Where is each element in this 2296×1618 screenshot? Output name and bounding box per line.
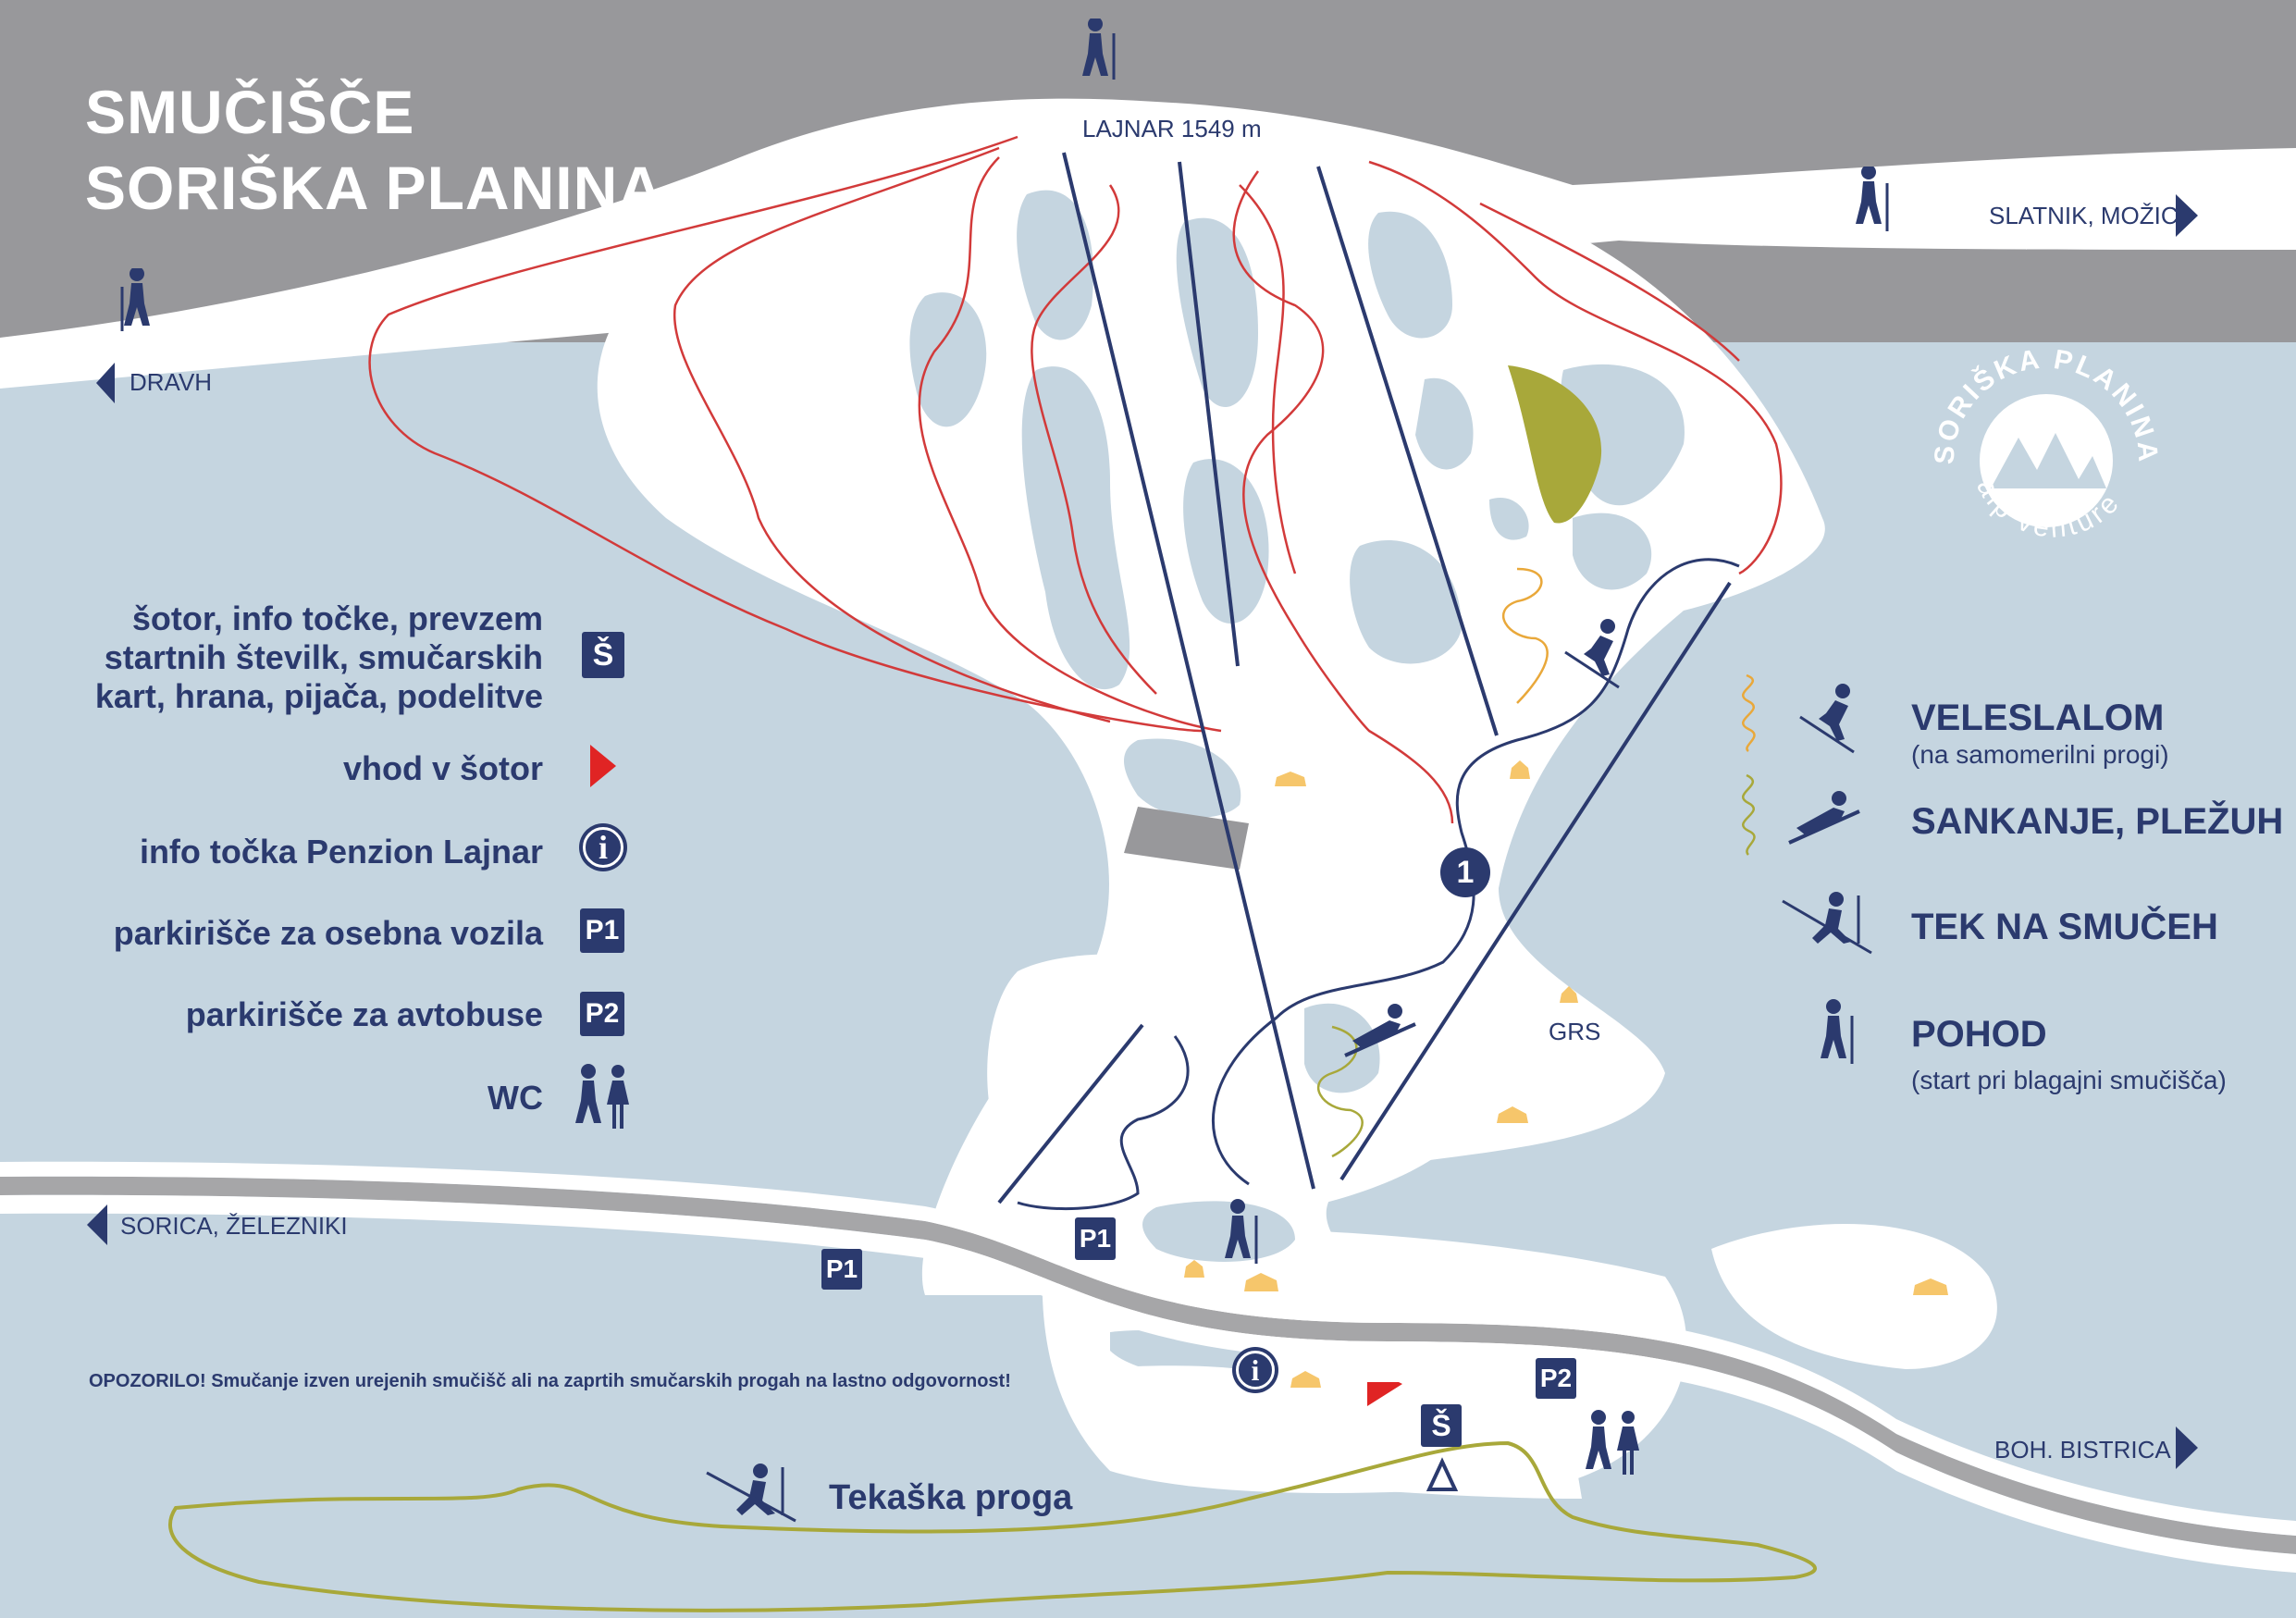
- arrow-right-icon[interactable]: [2176, 194, 2198, 237]
- ski-lifts: [997, 152, 1732, 1204]
- arrow-left-icon[interactable]: [96, 363, 115, 403]
- resort-logo: SORIŠKA PLANINA alp venture: [1930, 350, 2161, 544]
- legend-tent-line: šotor, info točke, prevzem: [131, 599, 543, 637]
- hiker-icon: [1082, 19, 1116, 80]
- cross-country-skier-icon: [1782, 892, 1872, 955]
- arrow-right-icon[interactable]: [2176, 1427, 2198, 1469]
- cross-country-skier-icon: [706, 1464, 796, 1523]
- ski-slopes: [597, 134, 1825, 1295]
- activity-tek: TEK NA SMUČEH: [1911, 907, 2218, 947]
- legend-tent-line: kart, hrana, pijača, podelitve: [94, 677, 543, 715]
- hiker-icon: [1821, 999, 1854, 1064]
- slalom-course: [1502, 567, 1549, 704]
- tent-entrance-marker: [1367, 1382, 1402, 1406]
- warning-text: OPOZORILO! Smučanje izven urejenih smuči…: [89, 1371, 1011, 1391]
- info-letter: i: [1236, 1351, 1275, 1390]
- direction-dravh[interactable]: DRAVH: [130, 368, 213, 396]
- p2-map-marker[interactable]: P2: [1536, 1358, 1576, 1399]
- activity-pohod: POHOD: [1911, 1014, 2047, 1055]
- p2-badge: P2: [580, 992, 624, 1036]
- info-map-marker[interactable]: i: [1232, 1347, 1278, 1393]
- legend-wc-text: WC: [488, 1079, 543, 1117]
- direction-slatnik[interactable]: SLATNIK, MOŽIC: [1989, 202, 2179, 229]
- legend-p2-text: parkirišče za avtobuse: [185, 995, 543, 1033]
- grs-label: GRS: [1549, 1018, 1601, 1045]
- hiker-icon: [1225, 1199, 1258, 1264]
- cross-country-trail: [168, 1440, 1818, 1612]
- sled-icon: [1788, 791, 1860, 845]
- activity-sankanje: SANKANJE, PLEŽUH: [1911, 801, 2284, 842]
- legend-tent-line: startnih številk, smučarskih: [104, 638, 543, 676]
- legend-tent-text: šotor, info točke, prevzem startnih štev…: [95, 599, 543, 716]
- activity-veleslalom-sub: (na samomerilni progi): [1911, 740, 2169, 769]
- sled-run: [1317, 1025, 1364, 1158]
- hiker-icon: [120, 268, 150, 331]
- legend-p1-text: parkirišče za osebna vozila: [113, 914, 543, 952]
- direction-bistrica[interactable]: BOH. BISTRICA: [1994, 1436, 2171, 1464]
- wc-icon: [1586, 1410, 1639, 1475]
- cross-country-label: Tekaška proga: [829, 1478, 1073, 1517]
- activity-veleslalom: VELESLALOM: [1911, 698, 2165, 738]
- sled-zone: [1508, 365, 1602, 524]
- skier-icon: [1799, 684, 1855, 754]
- wc-icon: [575, 1064, 629, 1129]
- info-icon: i: [579, 823, 627, 871]
- tent-icon: [1426, 1457, 1459, 1491]
- skier-icon: [1564, 619, 1620, 689]
- sled-icon: [1344, 1004, 1416, 1057]
- connector-routes: [1017, 558, 1740, 1211]
- p1-map-marker[interactable]: P1: [821, 1249, 862, 1290]
- hiker-icon: [1856, 167, 1889, 231]
- legend-info-text: info točka Penzion Lajnar: [139, 833, 543, 871]
- title-line-1: SMUČIŠČE: [85, 78, 415, 146]
- tent-badge: Š: [582, 632, 624, 678]
- title-line-2: SORIŠKA PLANINA: [85, 154, 663, 222]
- p1-badge: P1: [580, 908, 624, 953]
- info-letter: i: [583, 827, 623, 868]
- map-title: SMUČIŠČE SORIŠKA PLANINA: [85, 74, 663, 226]
- course-line-samples: [1741, 673, 1756, 856]
- tent-map-marker[interactable]: Š: [1421, 1404, 1462, 1447]
- parking-area: [1124, 807, 1249, 870]
- legend-entrance-text: vhod v šotor: [342, 749, 543, 787]
- direction-sorica[interactable]: SORICA, ŽELEZNIKI: [120, 1212, 348, 1240]
- lift-number-marker[interactable]: 1: [1440, 847, 1490, 897]
- huts: [1184, 760, 1948, 1388]
- entrance-triangle-icon: [590, 745, 616, 787]
- ski-runs: [368, 135, 1783, 824]
- p1-map-marker[interactable]: P1: [1075, 1217, 1116, 1260]
- arrow-left-icon[interactable]: [87, 1204, 107, 1245]
- peak-label: LAJNAR 1549 m: [1082, 115, 1262, 142]
- activity-pohod-sub: (start pri blagajni smučišča): [1911, 1066, 2227, 1094]
